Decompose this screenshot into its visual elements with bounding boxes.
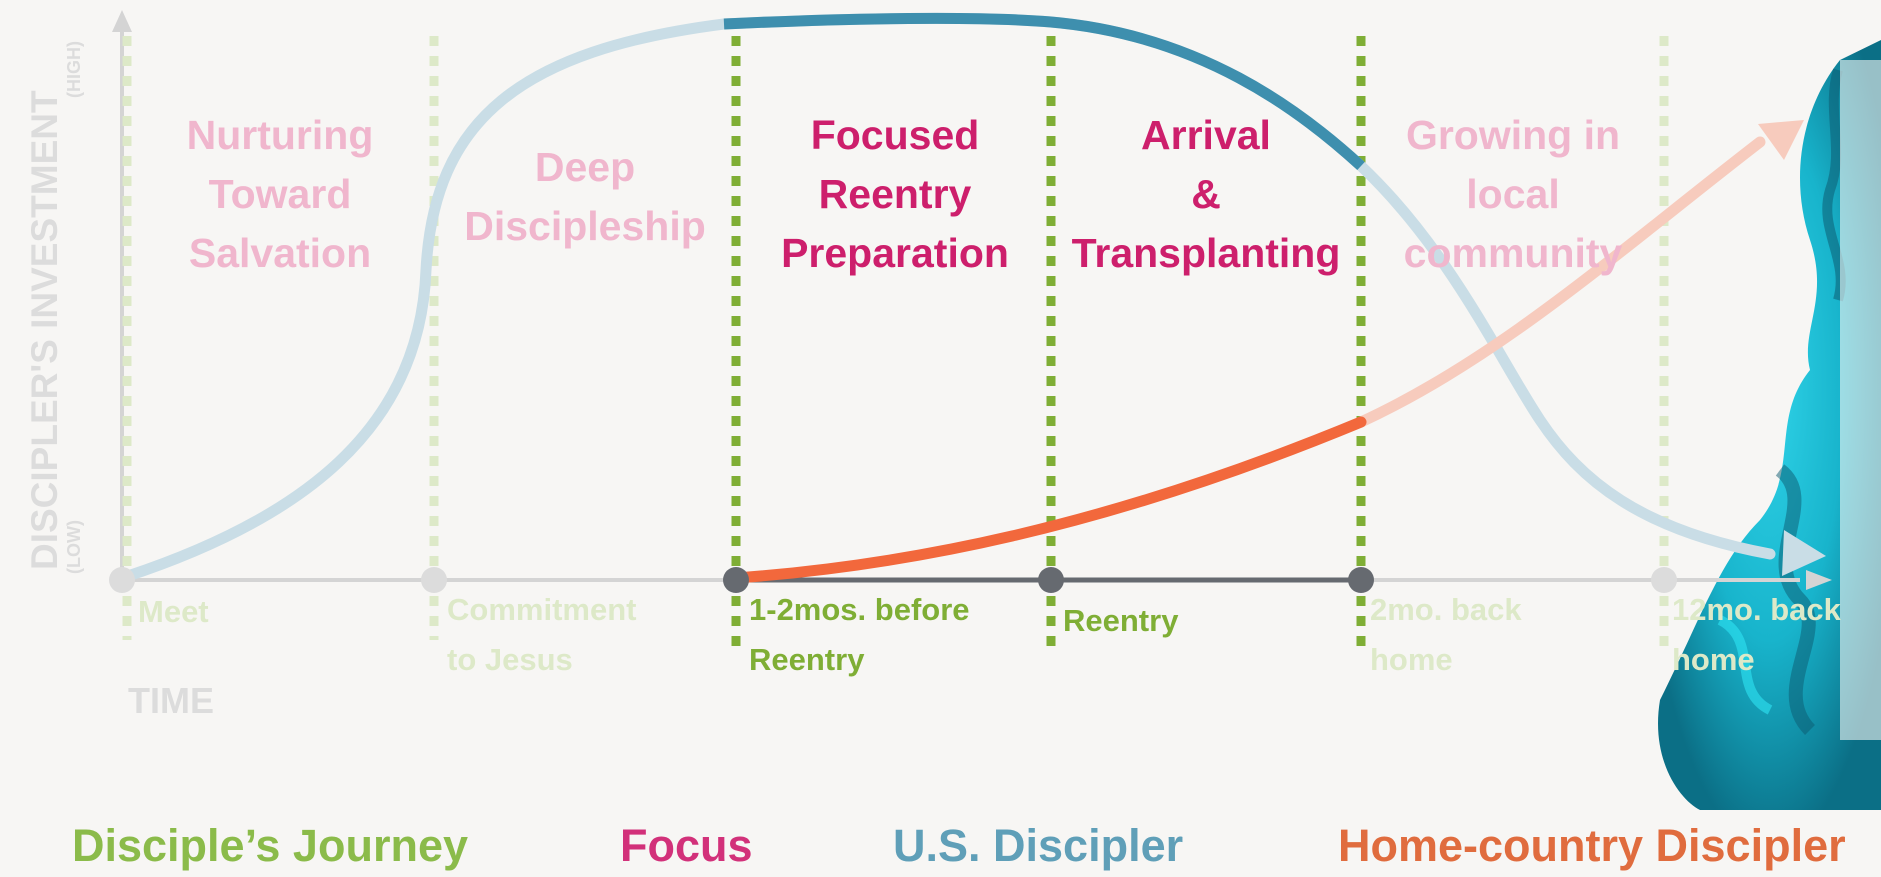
milestone-label-meet: Meet — [138, 594, 209, 629]
milestone-label-12mo-home: 12mo. back home — [1672, 592, 1841, 677]
milestone-label-commitment: Commitment to Jesus — [447, 592, 637, 677]
phase-title-nurturing: Nurturing Toward Salvation — [186, 112, 374, 276]
milestone-node-commitment — [421, 567, 447, 593]
milestone-node-pre-reentry — [723, 567, 749, 593]
milestone-node-meet — [109, 567, 135, 593]
milestone-label-2mo-home: 2mo. back home — [1370, 592, 1522, 677]
us-discipler-arrow-icon — [1782, 530, 1826, 576]
y-axis-title: DISCIPLER'S INVESTMENT — [24, 90, 65, 570]
legend-disciples-journey: Disciple’s Journey — [72, 820, 468, 871]
milestone-label-reentry: Reentry — [1063, 603, 1179, 638]
home-discipler-curve-faded — [1355, 136, 1766, 428]
legend-us-discipler: U.S. Discipler — [893, 820, 1184, 871]
milestone-node-12mo-home — [1651, 567, 1677, 593]
us-discipler-curve — [116, 12, 1776, 584]
milestone-node-2mo-home — [1348, 567, 1374, 593]
phase-title-focused-reentry: Focused Reentry Preparation — [781, 112, 1009, 276]
x-axis-title: TIME — [128, 680, 214, 721]
home-discipler-curve-active — [730, 416, 1367, 584]
phase-title-arrival: Arrival & Transplanting — [1071, 112, 1341, 276]
milestone-label-pre-reentry: 1-2mos. before Reentry — [749, 592, 970, 677]
milestone-node-reentry — [1038, 567, 1064, 593]
phase-title-growing: Growing in local community — [1403, 112, 1623, 276]
legend-focus: Focus — [620, 820, 753, 871]
legend-home-country-discipler: Home-country Discipler — [1338, 820, 1846, 871]
phase-title-deep-discipleship: Deep Discipleship — [464, 144, 706, 249]
us-discipler-curve-active — [723, 12, 1365, 171]
x-axis-arrow-icon — [1806, 570, 1832, 590]
y-axis-high-label: (HIGH) — [64, 41, 84, 98]
y-axis-arrow-icon — [112, 10, 132, 32]
home-discipler-arrow-icon — [1758, 120, 1804, 160]
blue-ink-smoke-image — [1658, 40, 1881, 810]
y-axis-low-label: (LOW) — [64, 520, 84, 574]
